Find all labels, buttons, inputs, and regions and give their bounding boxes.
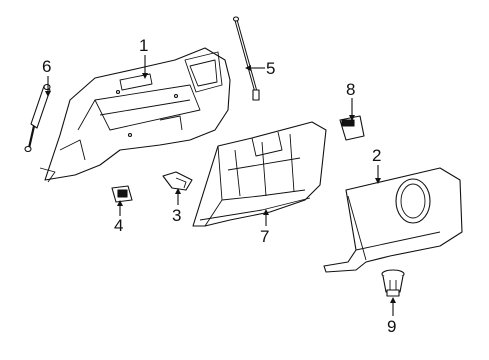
glove-box-bin-icon bbox=[192, 121, 327, 227]
bracket-icon bbox=[162, 171, 193, 191]
glove-box-door-icon bbox=[323, 167, 463, 273]
callout-7: 7 bbox=[260, 227, 270, 246]
gas-strut-icon bbox=[24, 83, 51, 153]
callout-1: 1 bbox=[139, 36, 149, 55]
callout-4: 4 bbox=[114, 216, 124, 235]
callout-3: 3 bbox=[172, 206, 182, 225]
callout-6: 6 bbox=[42, 57, 52, 76]
support-rod-icon bbox=[232, 16, 260, 101]
lamp-switch-icon bbox=[339, 115, 365, 141]
leader-lines bbox=[45, 55, 396, 316]
instrument-panel-frame-icon bbox=[39, 47, 231, 183]
callout-8: 8 bbox=[346, 80, 356, 99]
callout-5: 5 bbox=[266, 59, 276, 78]
callout-9: 9 bbox=[387, 317, 397, 336]
latch-clip-icon bbox=[111, 185, 133, 203]
callout-2: 2 bbox=[372, 146, 382, 165]
lock-cylinder-icon bbox=[381, 269, 405, 297]
